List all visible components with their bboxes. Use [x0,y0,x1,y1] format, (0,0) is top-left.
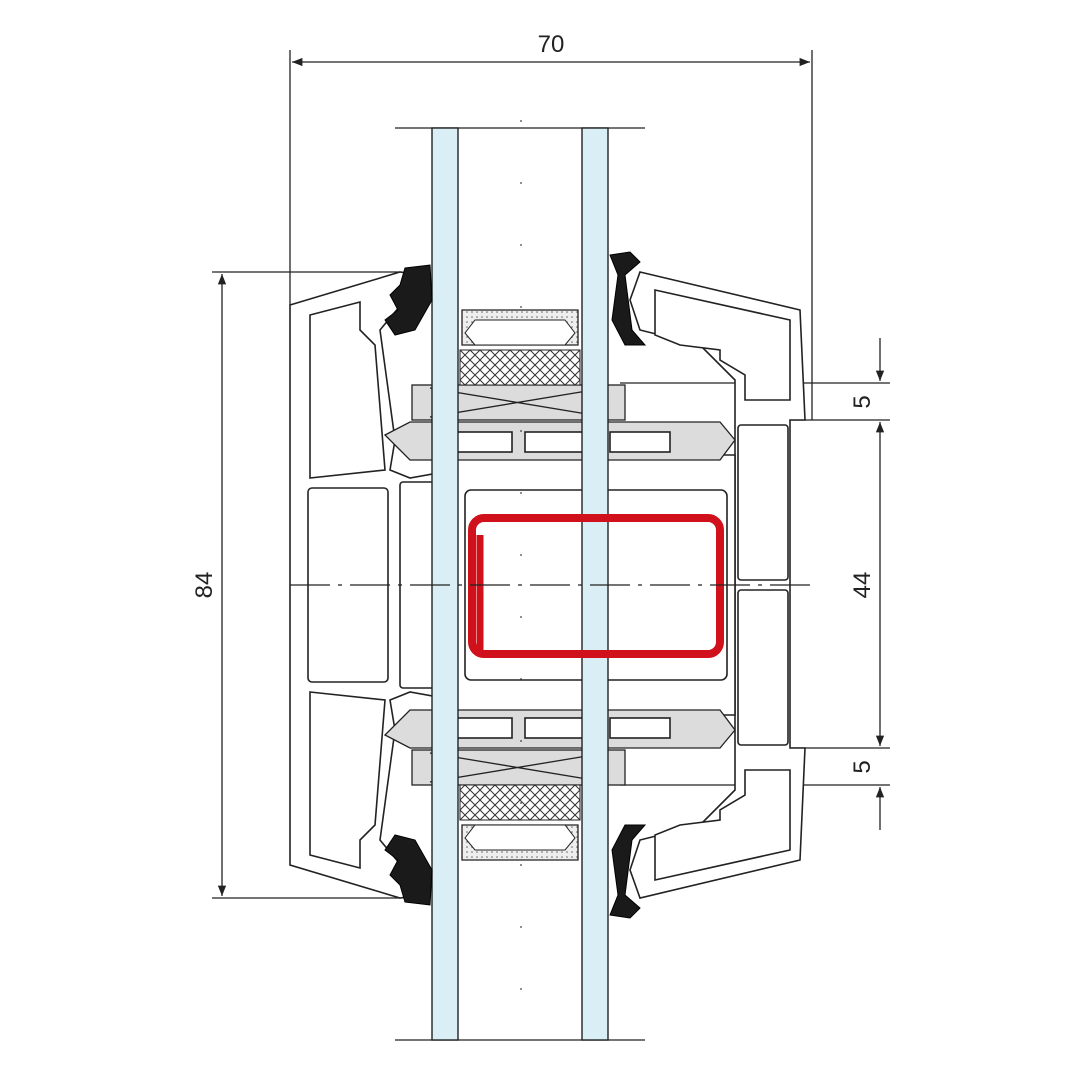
glazing-bead-bottom [383,709,736,749]
gaskets [384,251,647,919]
steel-reinforcement [468,514,724,658]
dimension-label-width: 70 [538,31,565,58]
glass-spacer-bottom [459,784,581,861]
dimension-label-height: 84 [191,572,218,599]
glass-pane-outer [431,127,459,1041]
dimension-label-inner-height: 44 [849,572,876,599]
dimension-width: 70 [289,31,813,420]
glazing-bead-top [383,421,736,461]
right-sash-profile [629,271,806,899]
glass-pane-inner [581,127,609,1041]
dimension-height: 84 [191,271,400,899]
dimension-label-bottom-gap: 5 [849,760,876,773]
glass-spacer-top [459,309,581,386]
dimension-label-top-gap: 5 [849,395,876,408]
